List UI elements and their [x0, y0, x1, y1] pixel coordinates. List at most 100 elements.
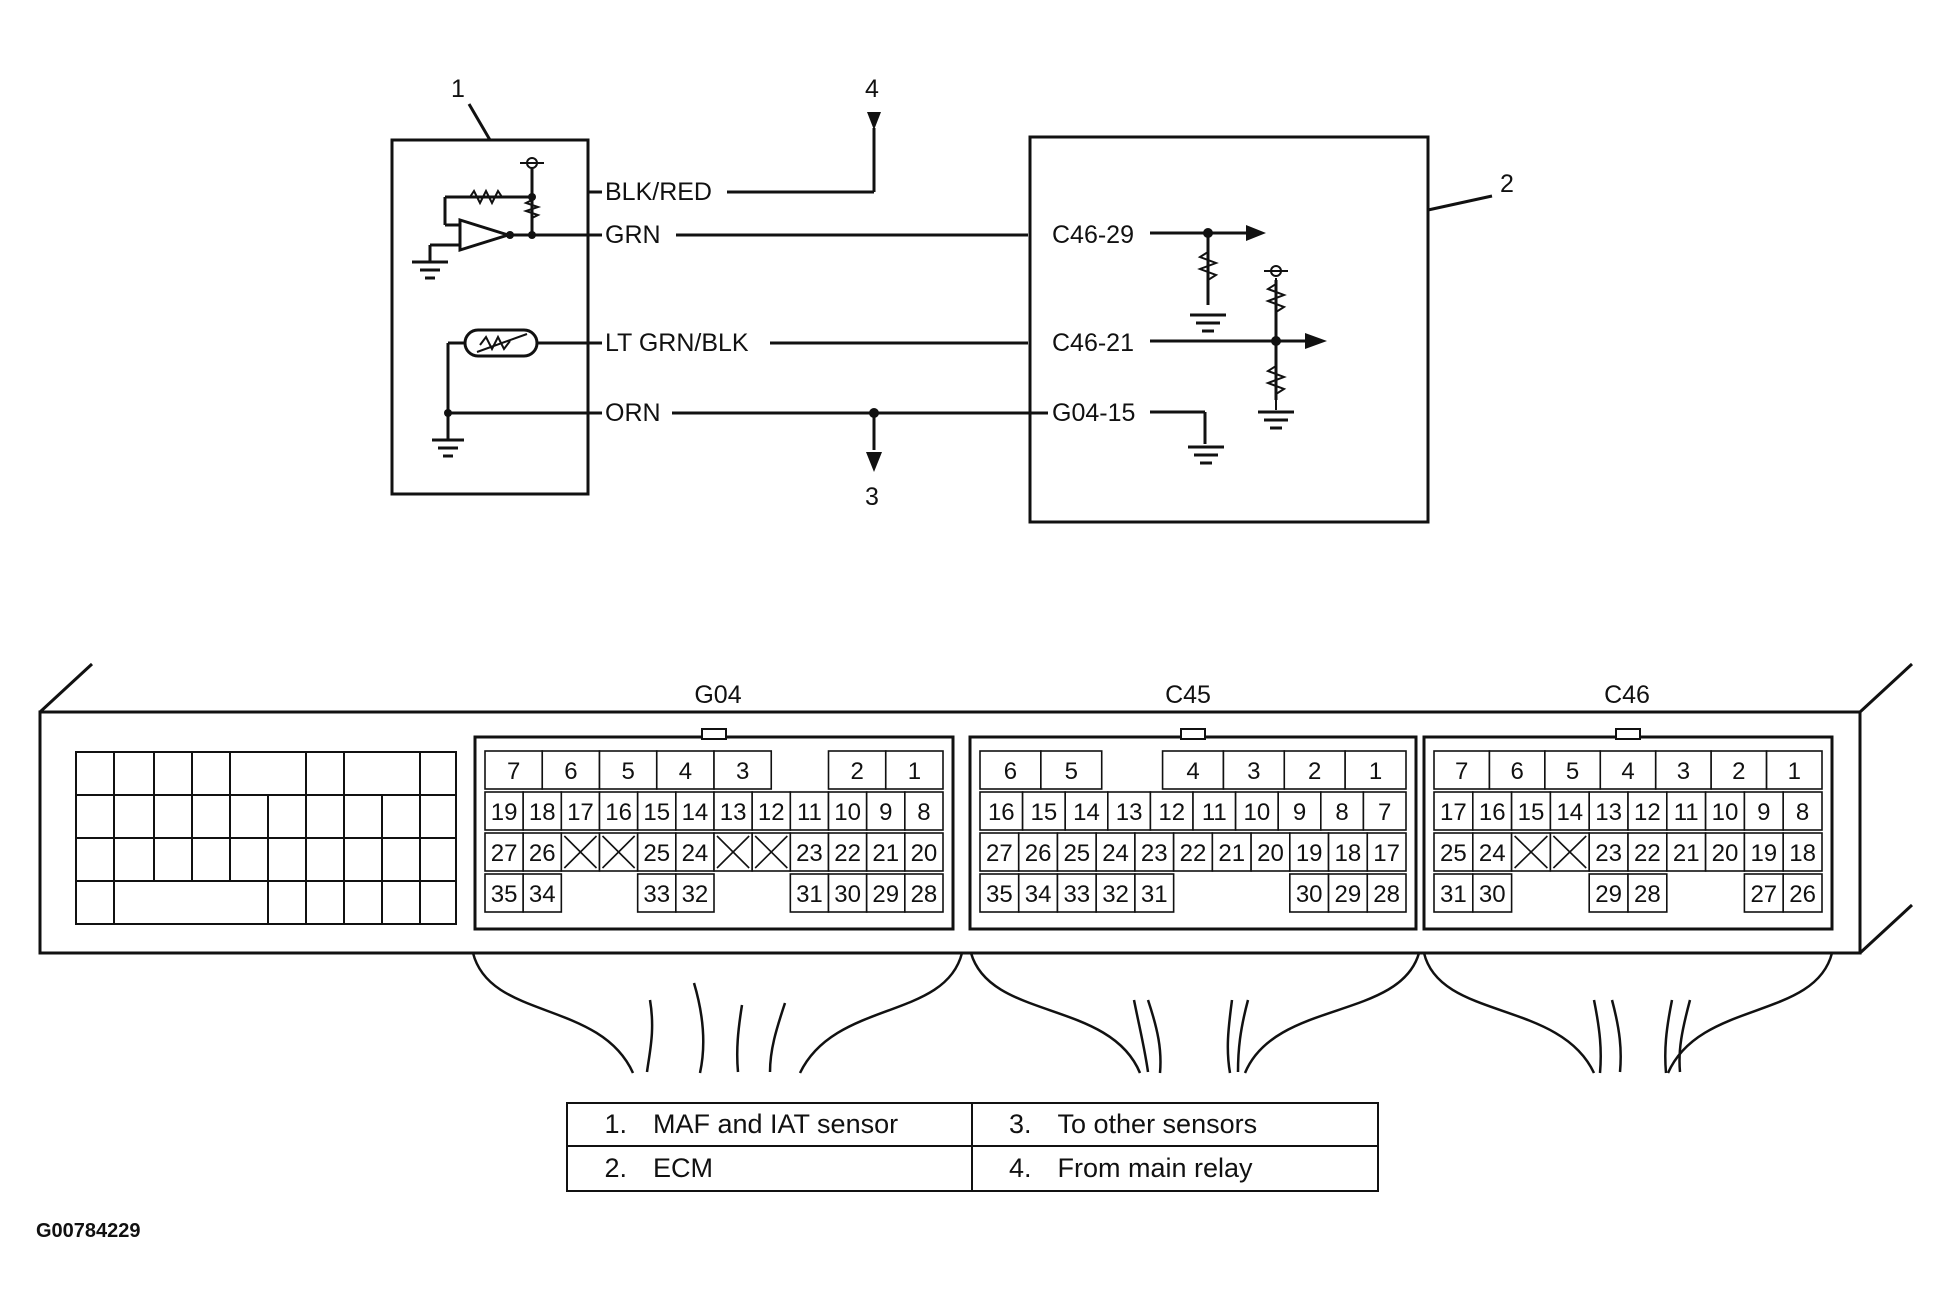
pin-number: 31: [1440, 881, 1467, 908]
pin-cell: 28: [1366, 873, 1407, 913]
pin-cell: 22: [827, 832, 868, 872]
pin-cell: 17: [1366, 832, 1407, 872]
blank-pin-cell: [751, 832, 792, 872]
pin-number: 16: [988, 799, 1015, 826]
pin-cell: 26: [1782, 873, 1823, 913]
pin-cell: 29: [1588, 873, 1629, 913]
pin-cell: 23: [1588, 832, 1629, 872]
pin-number: 9: [879, 799, 892, 826]
pin-cell: 22: [1172, 832, 1214, 872]
legend-item-1: 1.MAF and IAT sensor: [568, 1104, 973, 1147]
arrow-right-icon: [1246, 225, 1266, 241]
pin-number: 21: [872, 840, 899, 867]
pin-number: 24: [1102, 840, 1129, 867]
pin-number: 31: [1141, 881, 1168, 908]
wire-harness: [471, 952, 1834, 1074]
pin-cell: 24: [1472, 832, 1513, 872]
arrow-right-icon: [1305, 333, 1327, 349]
junction-dots: [444, 112, 1327, 472]
pin-cell: 19: [1743, 832, 1785, 872]
pin-cell: 2: [827, 750, 887, 790]
pin-cell: 22: [1627, 832, 1668, 872]
pin-cell: 15: [1510, 791, 1552, 831]
pin-number: 10: [834, 799, 861, 826]
pin-number: 18: [1335, 840, 1362, 867]
pin-cell: 24: [1095, 832, 1136, 872]
pin-cell: 20: [904, 832, 944, 872]
pin-cell: 26: [522, 832, 563, 872]
pin-number: 13: [720, 799, 747, 826]
pin-number: 5: [621, 758, 634, 785]
pin-cell: 30: [1289, 873, 1330, 913]
pin-number: 35: [986, 881, 1013, 908]
pin-cell: 23: [1134, 832, 1175, 872]
pin-cell: 17: [560, 791, 601, 831]
blank-pin-cell: [1549, 832, 1591, 872]
arrow-to-other-sensors-icon: [866, 452, 882, 472]
pin-number: 9: [1757, 799, 1770, 826]
pin-number: 24: [682, 840, 709, 867]
pin-number: 3: [1247, 758, 1260, 785]
pin-number: 32: [682, 881, 709, 908]
pin-number: 12: [758, 799, 785, 826]
legend-item-3: 3.To other sensors: [972, 1104, 1377, 1147]
pin-number: 29: [872, 881, 899, 908]
pin-cell: 18: [1782, 832, 1823, 872]
pin-number: 26: [1789, 881, 1816, 908]
pin-cell: 25: [1056, 832, 1097, 872]
pin-cell: 27: [979, 832, 1020, 872]
pin-number: 11: [797, 799, 822, 826]
pin-cell: 29: [1327, 873, 1369, 913]
pin-cell: 29: [865, 873, 906, 913]
ecm-left-grid: [75, 751, 457, 925]
pin-number: 7: [507, 758, 520, 785]
pin-cell: 13: [1588, 791, 1629, 831]
pin-number: 28: [911, 881, 938, 908]
pin-number: 2: [850, 758, 863, 785]
blank-pin-cell: [560, 832, 601, 872]
pin-cell: 2: [1710, 750, 1768, 790]
callout-1: 1: [451, 75, 465, 103]
pin-number: 31: [796, 881, 823, 908]
pin-number: 11: [1674, 799, 1699, 826]
connector-latch-icon: [701, 728, 727, 740]
pin-number: 33: [1063, 881, 1090, 908]
pin-number: 14: [1556, 799, 1583, 826]
connector-latch-icon: [1180, 728, 1206, 740]
callout-3: 3: [865, 483, 879, 511]
pin-cell: 4: [1161, 750, 1225, 790]
blank-pin-cell: [1510, 832, 1552, 872]
pin-cell: 27: [1743, 873, 1785, 913]
pin-number: 1: [1788, 758, 1801, 785]
pin-cell: 35: [484, 873, 524, 913]
pin-number: 9: [1293, 799, 1306, 826]
pin-cell: 6: [541, 750, 601, 790]
pin-cell: 15: [1021, 791, 1066, 831]
pin-cell: 18: [522, 791, 563, 831]
pin-number: 23: [796, 840, 823, 867]
blank-pin-cell: [598, 832, 639, 872]
pin-cell: 7: [1362, 791, 1407, 831]
pin-number: 4: [679, 758, 692, 785]
pin-number: 4: [1186, 758, 1199, 785]
pin-number: 25: [1440, 840, 1467, 867]
pin-cell: 33: [1056, 873, 1097, 913]
pin-number: 6: [1004, 758, 1017, 785]
pin-cell: 3: [713, 750, 773, 790]
pin-number: 15: [1031, 799, 1058, 826]
pin-number: 15: [1518, 799, 1545, 826]
ecm-housing: [38, 662, 1914, 955]
pin-number: 28: [1373, 881, 1400, 908]
pin-cell: 13: [713, 791, 753, 831]
arrow-from-main-relay-icon: [867, 112, 881, 130]
pin-number: 11: [1202, 799, 1227, 826]
pin-number: 34: [1025, 881, 1052, 908]
pin-cell: 34: [522, 873, 563, 913]
pin-cell: 16: [1472, 791, 1513, 831]
pin-number: 26: [529, 840, 556, 867]
connector-latch-icon: [1615, 728, 1641, 740]
legend-item-2: 2.ECM: [568, 1147, 973, 1190]
pin-number: 1: [1369, 758, 1382, 785]
